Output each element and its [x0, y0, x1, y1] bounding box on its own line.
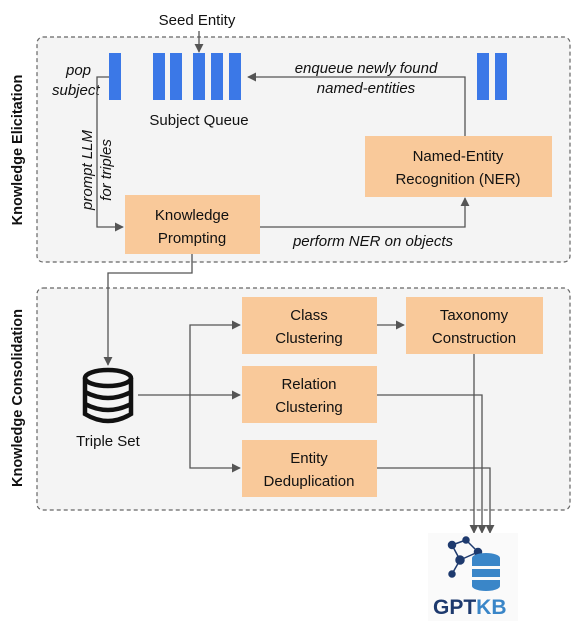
pop-label-line2: subject — [52, 82, 100, 99]
knowledge-prompting-line2: Prompting — [158, 230, 226, 247]
consolidation-section-label: Knowledge Consolidation — [10, 309, 26, 487]
entity-arrow — [189, 395, 241, 473]
knowledge-prompting-line1: Knowledge — [155, 207, 229, 224]
subject-queue — [153, 53, 241, 100]
triple-set-label: Triple Set — [76, 433, 140, 450]
relation-clustering-line2: Clustering — [275, 399, 343, 416]
triples-arrow — [103, 254, 193, 366]
entity-output-arrow — [377, 467, 495, 534]
class-clustering-line2: Clustering — [275, 330, 343, 347]
class-clustering-line1: Class — [290, 307, 328, 324]
logo-text: GPTKB — [433, 596, 507, 619]
perform-ner-arrow — [260, 197, 470, 228]
perform-ner-label: perform NER on objects — [292, 233, 454, 250]
prompt-arrow — [96, 76, 124, 232]
queue-bar — [229, 53, 241, 100]
taxonomy-construction-line1: Taxonomy — [440, 307, 509, 324]
database-icon — [82, 367, 134, 424]
entity-deduplication-line2: Deduplication — [264, 473, 355, 490]
queue-bar — [170, 53, 182, 100]
relation-output-arrow — [377, 394, 487, 534]
ner-label-line2: Recognition (NER) — [395, 171, 520, 188]
logo-text-gpt: GPT — [433, 596, 476, 619]
entity-deduplication-line1: Entity — [290, 450, 328, 467]
taxonomy-construction-box — [406, 297, 543, 354]
queue-bar — [211, 53, 223, 100]
elicitation-section-label: Knowledge Elicitation — [10, 75, 26, 226]
class-arrow — [189, 320, 241, 395]
pop-label-line1: pop — [65, 62, 91, 79]
logo-text-kb: KB — [476, 596, 506, 619]
ner-label-line1: Named-Entity — [413, 148, 504, 165]
queue-bar — [193, 53, 205, 100]
class-clustering-box — [242, 297, 377, 354]
relation-clustering-line1: Relation — [281, 376, 336, 393]
knowledge-prompting-box — [125, 195, 260, 254]
enqueue-label-line2: named-entities — [317, 80, 416, 97]
prompt-label-line2: for triples — [98, 139, 115, 201]
entity-deduplication-box — [242, 440, 377, 497]
seed-entity-label: Seed Entity — [159, 12, 236, 29]
logo-database-icon — [472, 553, 500, 591]
popped-subject-bar — [109, 53, 121, 100]
prompt-label-line1: prompt LLM — [79, 129, 96, 211]
relation-clustering-box — [242, 366, 377, 423]
gptkb-logo: GPTKB — [428, 533, 518, 621]
new-entity-bar — [477, 53, 489, 100]
new-entity-bar — [495, 53, 507, 100]
ner-box — [365, 136, 552, 197]
subject-queue-label: Subject Queue — [149, 112, 248, 129]
queue-bar — [153, 53, 165, 100]
enqueue-label-line1: enqueue newly found — [295, 60, 438, 77]
taxonomy-construction-line2: Construction — [432, 330, 516, 347]
enqueue-arrow — [247, 72, 466, 136]
